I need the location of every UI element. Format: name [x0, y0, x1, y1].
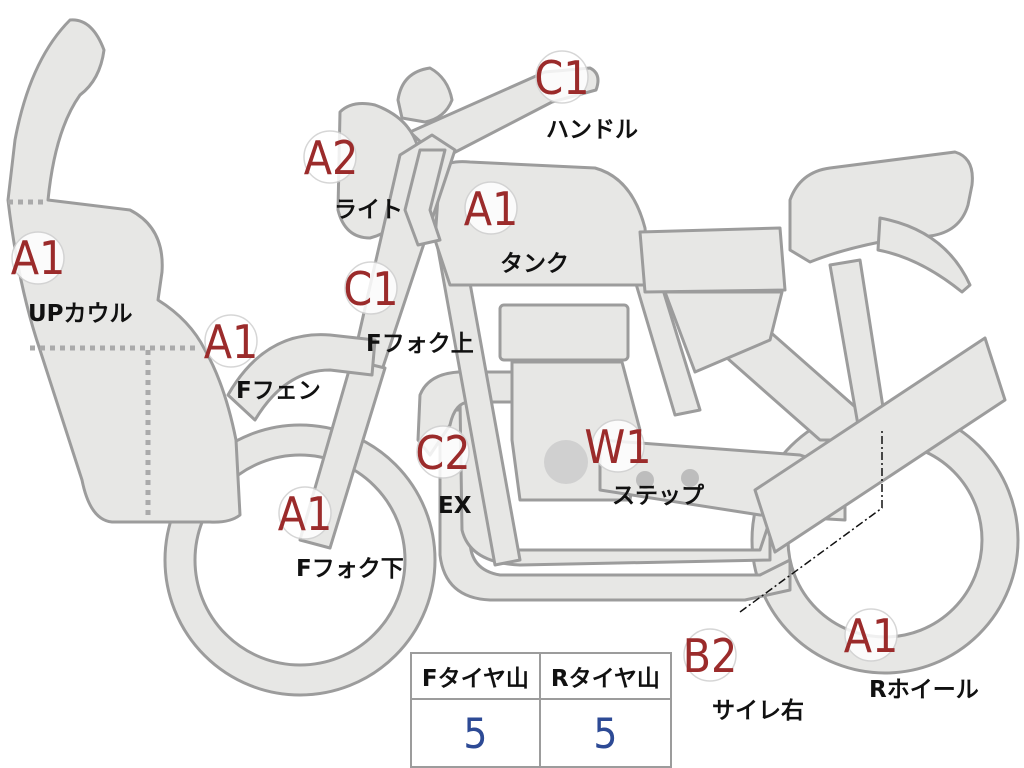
label-f-fork-upper: Fフォク上	[366, 331, 474, 357]
grade-r-wheel: A1	[844, 609, 899, 663]
tail-cover	[663, 290, 784, 374]
label-tank: タンク	[500, 251, 569, 277]
tire-table-value-row: 5 5	[410, 698, 673, 768]
grade-tank: A1	[464, 182, 519, 236]
tire-table-header-row: Fタイヤ山 Rタイヤ山	[410, 652, 673, 700]
rear-fender	[876, 216, 972, 294]
engine-cover	[544, 440, 588, 484]
engine-head	[498, 303, 630, 362]
label-light: ライト	[334, 197, 403, 223]
rear-tire-value: 5	[538, 698, 673, 768]
grade-handle: C1	[534, 51, 589, 105]
rear-tire-header: Rタイヤ山	[538, 652, 673, 700]
grade-silencer-right: B2	[683, 629, 738, 683]
front-tire-value: 5	[410, 698, 541, 768]
grade-up-cowl: A1	[11, 231, 66, 285]
label-silencer-right: サイレ右	[712, 697, 804, 724]
front-tire-header: Fタイヤ山	[410, 652, 541, 700]
label-up-cowl: UPカウル	[28, 301, 133, 327]
front-wheel	[163, 423, 437, 697]
footpeg-1	[636, 471, 654, 489]
label-f-fork-lower: Fフォク下	[296, 556, 404, 582]
grade-step: W1	[584, 420, 651, 474]
grade-light: A2	[304, 131, 359, 185]
grade-ex: C2	[415, 426, 470, 480]
grade-bubbles	[11, 50, 898, 682]
mirror	[396, 66, 454, 124]
silencer-leader-line	[739, 430, 883, 613]
side-cover	[638, 226, 787, 294]
grade-f-fork-lower: A1	[278, 487, 333, 541]
label-step: ステップ	[612, 483, 705, 509]
label-handle: ハンドル	[546, 117, 638, 143]
front-fender	[226, 333, 377, 422]
front-fork-right	[403, 148, 447, 247]
grade-f-fender: A1	[204, 315, 259, 369]
label-f-fender: Fフェン	[236, 378, 321, 404]
exhaust-pipe-lower	[438, 408, 792, 602]
upper-cowl	[6, 18, 242, 524]
grade-f-fork-upper: C1	[343, 262, 398, 316]
footpeg-2	[681, 469, 699, 487]
label-r-wheel: Rホイール	[869, 677, 979, 703]
tire-tread-table: Fタイヤ山 Rタイヤ山 5 5	[410, 652, 673, 768]
silencer	[753, 336, 1007, 554]
label-ex: EX	[438, 493, 472, 519]
